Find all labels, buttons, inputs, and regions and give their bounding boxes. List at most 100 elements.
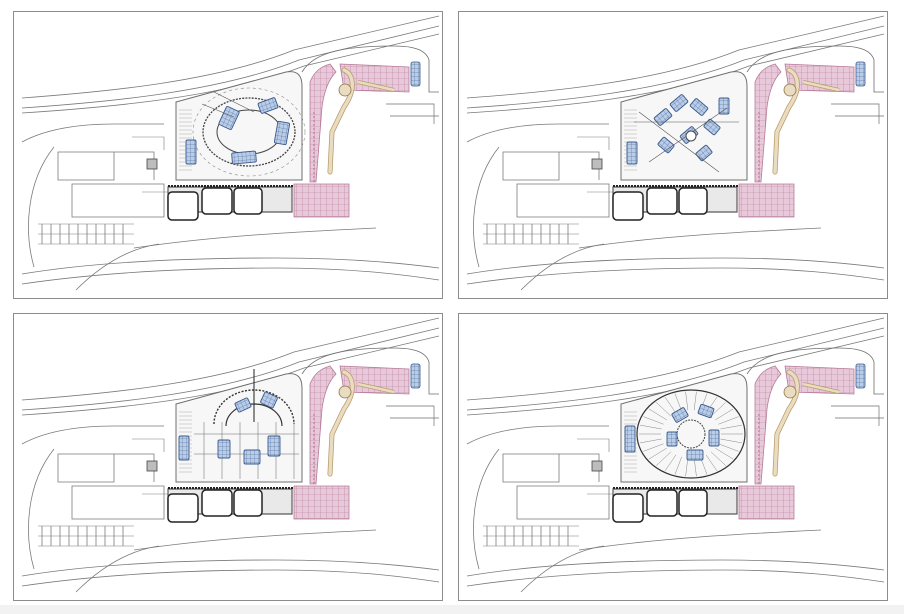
left-complex xyxy=(57,151,165,218)
corner-tower xyxy=(410,61,421,87)
tower-building xyxy=(689,98,709,116)
highway-edge xyxy=(466,317,885,401)
block-building xyxy=(201,489,233,517)
tower-building xyxy=(671,407,689,423)
lower-building-row xyxy=(612,487,739,523)
hatched-plaza xyxy=(309,365,337,485)
bottom-road xyxy=(21,257,440,275)
highway-edge xyxy=(466,327,885,411)
hatched-plaza xyxy=(339,63,410,93)
lower-road xyxy=(133,227,377,249)
block-building xyxy=(612,191,644,221)
tower-building xyxy=(695,144,713,162)
site-plan-panel-4 xyxy=(458,313,888,601)
hatched-plaza xyxy=(784,63,855,93)
central-plot xyxy=(620,71,748,181)
right-edge xyxy=(746,45,884,93)
hatched-plaza xyxy=(784,365,855,395)
utility-block xyxy=(591,158,603,170)
lower-road xyxy=(578,529,822,551)
walkway-node xyxy=(783,83,797,97)
block-building xyxy=(167,191,199,221)
site-base-linework xyxy=(21,317,440,593)
site-boundary xyxy=(473,146,500,268)
walkway xyxy=(357,80,395,92)
ring-road xyxy=(636,389,746,479)
central-plot xyxy=(175,373,303,483)
site-boundary xyxy=(473,448,500,570)
site-boundary xyxy=(21,123,164,143)
right-edge xyxy=(301,45,439,93)
right-road xyxy=(386,103,439,124)
lower-road xyxy=(133,529,377,551)
tower-building xyxy=(243,449,261,465)
block-building xyxy=(678,187,708,215)
walkway xyxy=(328,68,354,174)
site-boundary xyxy=(21,425,164,445)
site-plan-drawing xyxy=(21,15,440,291)
right-wing xyxy=(738,45,884,218)
block-building xyxy=(612,493,644,523)
sheet-bottom-edge xyxy=(0,605,904,614)
hatched-plaza xyxy=(738,183,795,218)
plaza-circle xyxy=(685,130,697,142)
site-base-linework xyxy=(466,15,885,291)
site-plan-drawing xyxy=(466,317,885,593)
tower-building xyxy=(218,106,240,130)
left-complex xyxy=(502,453,610,520)
site-boundary xyxy=(466,425,609,445)
tower-building xyxy=(273,120,291,146)
tower-building xyxy=(697,403,715,419)
right-edge xyxy=(301,347,439,395)
walkway xyxy=(357,382,395,394)
bottom-road xyxy=(466,559,885,577)
site-boundary xyxy=(28,448,55,570)
site-plan-panel-2 xyxy=(458,11,888,299)
outer-path xyxy=(192,87,306,177)
tower-building xyxy=(626,141,638,165)
site-boundary xyxy=(28,146,55,268)
block-building xyxy=(646,187,678,215)
parking-aisle xyxy=(483,525,579,547)
right-road xyxy=(831,103,884,124)
tower-building xyxy=(234,397,252,413)
walkway-node xyxy=(338,83,352,97)
block-building xyxy=(167,493,199,523)
tower-building xyxy=(178,435,190,461)
parking-aisle xyxy=(483,223,579,245)
corner-tower xyxy=(855,363,866,389)
block-building xyxy=(646,489,678,517)
parking-aisle xyxy=(38,525,134,547)
walkway xyxy=(802,80,840,92)
access-curve xyxy=(520,545,605,593)
tower-building xyxy=(624,425,636,453)
site-plan-drawing xyxy=(21,317,440,593)
ring-road xyxy=(202,97,296,167)
lower-building-row xyxy=(612,185,739,221)
central-plot xyxy=(620,373,748,483)
tower-building xyxy=(260,391,278,409)
access-curve xyxy=(520,243,605,291)
access-curve xyxy=(75,545,160,593)
tower-building xyxy=(669,94,689,112)
corner-tower xyxy=(410,363,421,389)
block-building xyxy=(201,187,233,215)
utility-block xyxy=(146,460,158,472)
walkway xyxy=(773,68,799,174)
hatched-plaza xyxy=(309,63,337,183)
right-wing xyxy=(293,45,439,218)
corner-tower xyxy=(855,61,866,87)
tower-building xyxy=(257,97,279,114)
utility-block xyxy=(591,460,603,472)
tower-building xyxy=(708,429,720,447)
site-base-linework xyxy=(21,15,440,291)
right-wing xyxy=(738,347,884,520)
bottom-road xyxy=(466,257,885,275)
right-edge xyxy=(746,347,884,395)
plot-hatching xyxy=(179,109,192,171)
bottom-road xyxy=(21,559,440,577)
tower-building xyxy=(185,139,197,165)
tower-building xyxy=(657,136,675,154)
hatched-plaza xyxy=(339,365,410,395)
left-complex xyxy=(57,453,165,520)
